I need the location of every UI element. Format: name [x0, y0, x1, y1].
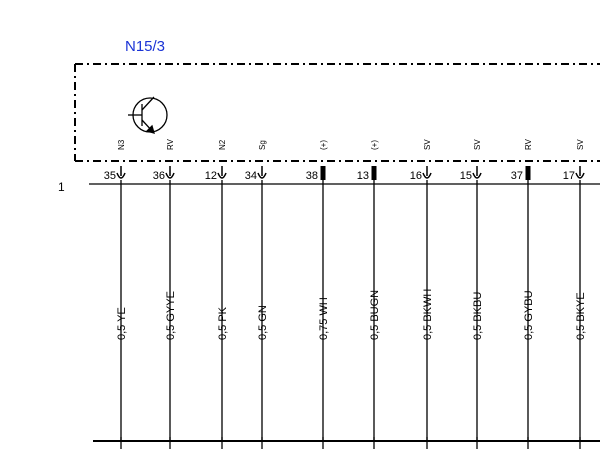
- terminal-hook: [472, 172, 482, 179]
- transistor-icon: [128, 96, 168, 134]
- pin-group: SV 16 0,5 BKWH: [410, 139, 434, 449]
- pins-layer: N3 35 0,5 YE RV 36 0,5 GYYE N2 12 0,5 PK Sg 34 0,5 …: [104, 138, 587, 449]
- pin-group: N3 35 0,5 YE: [104, 139, 128, 449]
- terminal-hook: [575, 172, 585, 179]
- terminal-hook: [165, 172, 175, 179]
- pin-number: 36: [153, 170, 165, 182]
- pin-number: 12: [205, 170, 217, 182]
- terminal-hook: [257, 172, 267, 179]
- wire-label: 0,5 GYBU: [523, 290, 535, 340]
- wire-label: 0,75 WH: [318, 297, 330, 340]
- pin-number: 16: [410, 170, 422, 182]
- terminal-block: [525, 166, 531, 180]
- pin-signal-label: SV: [576, 139, 585, 150]
- pin-number: 13: [357, 170, 369, 182]
- wire-label: 0,5 BKWH: [422, 289, 434, 340]
- pin-group: RV 37 0,5 GYBU: [511, 138, 535, 449]
- pin-signal-label: SV: [423, 139, 432, 150]
- pin-signal-label: N3: [117, 139, 126, 150]
- pin-number: 17: [563, 170, 575, 182]
- pin-group: SV 15 0,5 BKBU: [460, 139, 484, 449]
- wire-label: 0,5 GYYE: [165, 291, 177, 340]
- component-boundary: [74, 63, 600, 162]
- terminal-block: [320, 166, 326, 180]
- pin-group: N2 12 0,5 PK: [205, 139, 229, 449]
- wire-label: 0,5 YE: [116, 307, 128, 340]
- connector-label: 1: [58, 180, 65, 194]
- wire-label: 0,5 BUGN: [369, 290, 381, 340]
- component-label: N15/3: [125, 38, 165, 55]
- pin-signal-label: Sg: [258, 140, 267, 150]
- pin-signal-label: N2: [218, 139, 227, 150]
- wire-label: 0,5 PK: [217, 306, 229, 340]
- pin-number: 38: [306, 170, 318, 182]
- wire-label: 0,5 GN: [257, 305, 269, 340]
- terminal-hook: [422, 172, 432, 179]
- terminal-block: [371, 166, 377, 180]
- terminal-hook: [116, 172, 126, 179]
- pin-signal-label: RV: [524, 138, 533, 150]
- wire-label: 0,5 BKBU: [472, 292, 484, 340]
- pin-group: RV 36 0,5 GYYE: [153, 138, 177, 449]
- pin-group: (+) 13 0,5 BUGN: [357, 140, 381, 449]
- pin-number: 34: [245, 170, 257, 182]
- pin-number: 15: [460, 170, 472, 182]
- terminal-hook: [217, 172, 227, 179]
- pin-signal-label: RV: [166, 138, 175, 150]
- pin-group: Sg 34 0,5 GN: [245, 140, 269, 449]
- pin-number: 37: [511, 170, 523, 182]
- pin-signal-label: SV: [473, 139, 482, 150]
- pin-number: 35: [104, 170, 116, 182]
- pin-signal-label: (+): [319, 140, 328, 150]
- pin-group: (+) 38 0,75 WH: [306, 140, 330, 449]
- pin-signal-label: (+): [370, 140, 379, 150]
- pin-group: SV 17 0,5 BKYE: [563, 139, 587, 449]
- wire-label: 0,5 BKYE: [575, 292, 587, 340]
